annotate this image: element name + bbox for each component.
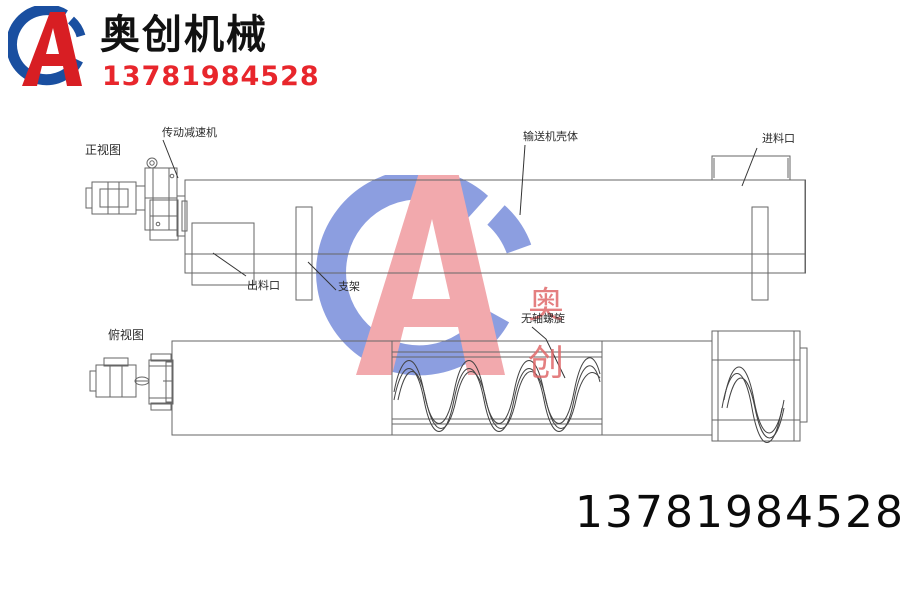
front-view-right-end: [804, 179, 806, 274]
front-view-support-bracket-right: [751, 206, 769, 301]
top-view-drive-assembly: [89, 353, 174, 411]
company-name: 奥创机械: [100, 12, 268, 58]
top-view-trough: [171, 340, 713, 436]
top-view-shaftless-spiral: [393, 357, 601, 432]
front-view-housing: [184, 179, 806, 274]
top-view-right-end-housing: [711, 330, 808, 442]
front-view-label: 正视图: [85, 143, 122, 157]
callout-transmission-reducer: 传动减速机: [162, 126, 217, 139]
header-phone-number: 13781984528: [102, 61, 320, 92]
top-view-right-end-spiral: [721, 366, 785, 443]
callout-shaftless-spiral: 无轴螺旋: [521, 312, 565, 325]
footer-phone-number: 13781984528: [575, 487, 900, 538]
top-view-leaders: [531, 326, 566, 379]
company-logo-icon: [6, 4, 94, 92]
callout-feed-inlet: 进料口: [762, 132, 795, 145]
callout-discharge-port: 出料口: [247, 279, 280, 292]
callout-conveyor-housing: 输送机壳体: [523, 130, 578, 143]
front-view-discharge-port: [191, 222, 255, 286]
front-view-support-bracket-left: [295, 206, 313, 301]
callout-support-bracket: 支架: [338, 280, 360, 293]
front-view-feed-inlet: [711, 155, 791, 181]
front-view-leaders: [162, 139, 758, 291]
top-view-label: 俯视图: [108, 328, 145, 342]
front-view-drive-assembly: [85, 157, 188, 241]
brand-header: 奥创机械 13781984528: [0, 0, 900, 110]
